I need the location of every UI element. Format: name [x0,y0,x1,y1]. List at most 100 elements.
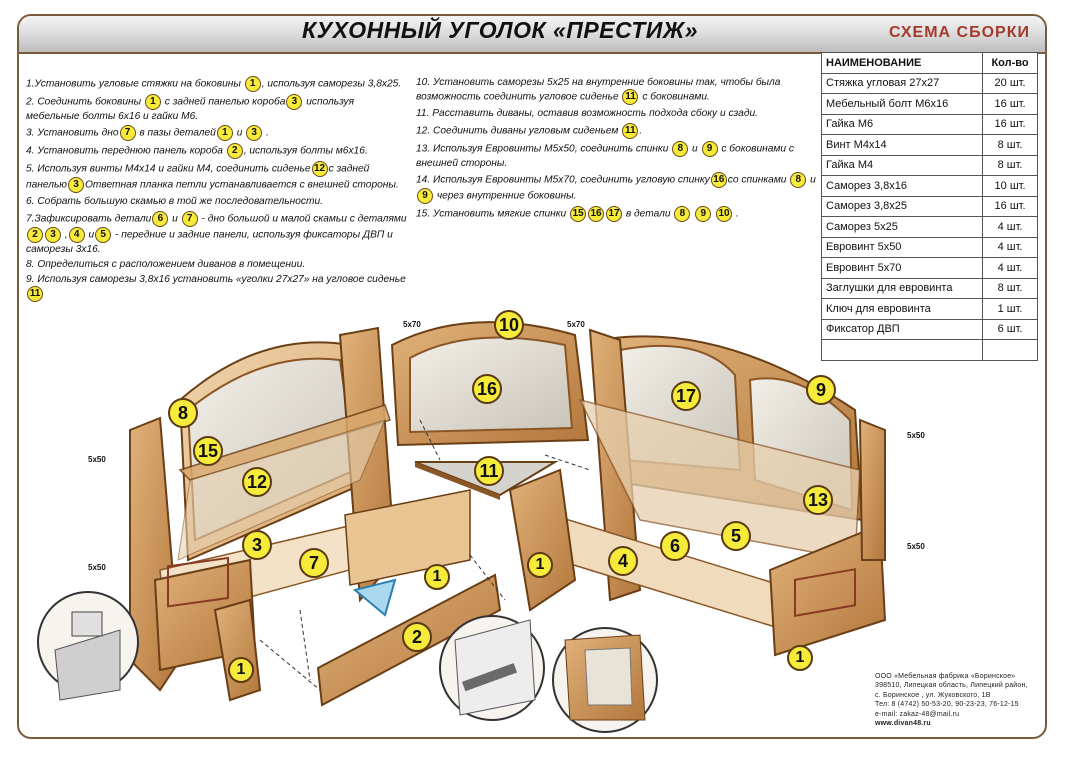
instruction-text: , используя болты м6х16. [243,145,368,157]
instruction-text: 7.Зафиксировать детали [26,213,152,225]
instruction-text: 9. Используя саморезы 3,8х16 установить … [26,274,406,286]
dim-label-5x50-b: 5х50 [88,563,106,572]
part-number-badge: 11 [622,89,639,106]
instruction-text: , используя саморезы 3,8х25. [261,78,402,90]
instruction-text: с боковинами с внешней стороны. [416,143,795,169]
part-number-badge: 3 [286,94,303,110]
instruction-text: 5. Используя винты М4х14 и гайки М4, сое… [26,163,311,175]
instruction-text: 2. Соединить боковины [26,96,144,108]
instruction-text: и [807,174,816,186]
part-number-badge: 9 [417,187,433,204]
diagram-label-1a: 1 [424,564,450,590]
instruction-text: с задней панелью короба [161,96,286,108]
dim-label-5x70-right: 5х70 [567,320,585,329]
part-number-badge: 2 [226,143,243,160]
footer-address1: 398510, Липецкая область, Липецкий район… [875,682,1028,690]
instruction-s12: 12. Соединить диваны угловым сиденьем 11… [416,122,816,139]
part-qty: 10 шт. [982,175,1038,197]
right-bench [508,328,887,657]
part-name: Саморез 3,8х25 [820,195,984,217]
instruction-s2: 2. Соединить боковины 1 с задней панелью… [26,94,408,123]
part-number-badge: 3 [246,125,263,142]
part-number-badge: 4 [68,226,85,243]
instructions-right: 10. Установить саморезы 5х25 на внутренн… [416,76,816,224]
instruction-s11: 11. Расставить диваны, оставив возможнос… [416,107,816,120]
instruction-s9: 9. Используя саморезы 3,8х16 установить … [26,273,408,303]
diagram-label-3: 3 [242,530,272,560]
instruction-text: и [169,213,181,225]
diagram-label-16: 16 [472,374,502,404]
dim-label-5x50-c: 5х50 [907,431,925,440]
instruction-text: - передние и задние панели, используя фи… [26,229,393,255]
part-number-badge: 11 [622,122,639,139]
diagram-label-2: 2 [402,622,432,652]
part-name [820,339,984,361]
table-row [820,339,1038,361]
diagram-label-13: 13 [803,485,833,515]
part-number-badge: 12 [311,161,328,178]
diagram-label-4: 4 [608,546,638,576]
arrow-icon [352,578,397,617]
footer-phone: Тел: 8 (4742) 50-53-20, 90-23-23, 76-12-… [875,701,1019,709]
diagram-label-11: 11 [474,456,504,486]
part-qty: 8 шт. [982,154,1038,176]
part-number-badge: 16 [588,205,605,222]
instruction-text: 8. Определиться с расположением диванов … [26,258,306,270]
instruction-s4: 4. Установить переднюю панель короба 2, … [26,143,408,160]
diagram-label-6: 6 [660,531,690,561]
part-name: Гайка М6 [820,113,984,135]
part-number-badge: 8 [674,205,691,222]
instruction-text: в детали [623,208,674,220]
diagram-label-15: 15 [193,436,223,466]
part-qty: 16 шт. [982,93,1038,115]
footer-website: www.divan48.ru [875,720,931,728]
part-name: Евровинт 5х50 [820,236,984,258]
part-qty: 8 шт. [982,277,1038,299]
part-number-badge: 11 [27,286,43,303]
part-name: Ключ для евровинта [820,298,984,320]
instruction-text: 11. Расставить диваны, оставив возможнос… [416,108,758,120]
part-qty: 16 шт. [982,113,1038,135]
diagram-label-1b: 1 [228,657,254,683]
instruction-text: с боковинами. [639,91,710,103]
instruction-text: и [689,143,701,155]
instruction-text: 10. Установить саморезы 5х25 на внутренн… [416,77,781,103]
part-name: Стяжка угловая 27х27 [820,72,984,94]
instruction-s14: 14. Используя Евровинты М5х70, соединить… [416,171,816,204]
part-number-badge: 17 [606,205,623,222]
part-qty: 4 шт. [982,236,1038,258]
dim-label-5x50-a: 5х50 [88,455,106,464]
diagram-label-1d: 1 [787,645,813,671]
diagram-label-5: 5 [721,521,751,551]
instruction-text: 14. Используя Евровинты М5х70, соединить… [416,174,710,186]
part-qty: 8 шт. [982,134,1038,156]
instruction-text: в пазы деталей [136,127,216,139]
instruction-text: с задней панелью [26,163,370,191]
part-name: Фиксатор ДВП [820,318,984,340]
part-qty: 6 шт. [982,318,1038,340]
parts-table-header: НАИМЕНОВАНИЕ Кол-во [820,52,1038,74]
part-number-badge: 5 [95,226,112,243]
part-number-badge: 3 [45,226,61,243]
instruction-text: 6. Собрать большую скамью в той же после… [26,196,323,208]
part-number-badge: 1 [244,76,261,92]
instruction-text: 12. Соединить диваны угловым сиденьем [416,125,622,137]
part-number-badge: 9 [701,140,718,157]
instruction-text: 15. Установить мягкие спинки [416,208,570,220]
part-number-badge: 7 [119,125,136,142]
instruction-text: 4. Установить переднюю панель короба [26,145,226,157]
part-number-badge: 3 [67,177,84,194]
dim-label-5x50-d: 5х50 [907,542,925,551]
instruction-text: . [263,127,269,139]
diagram-label-1c: 1 [527,552,553,578]
instruction-s5: 5. Используя винты М4х14 и гайки М4, сое… [26,161,408,194]
